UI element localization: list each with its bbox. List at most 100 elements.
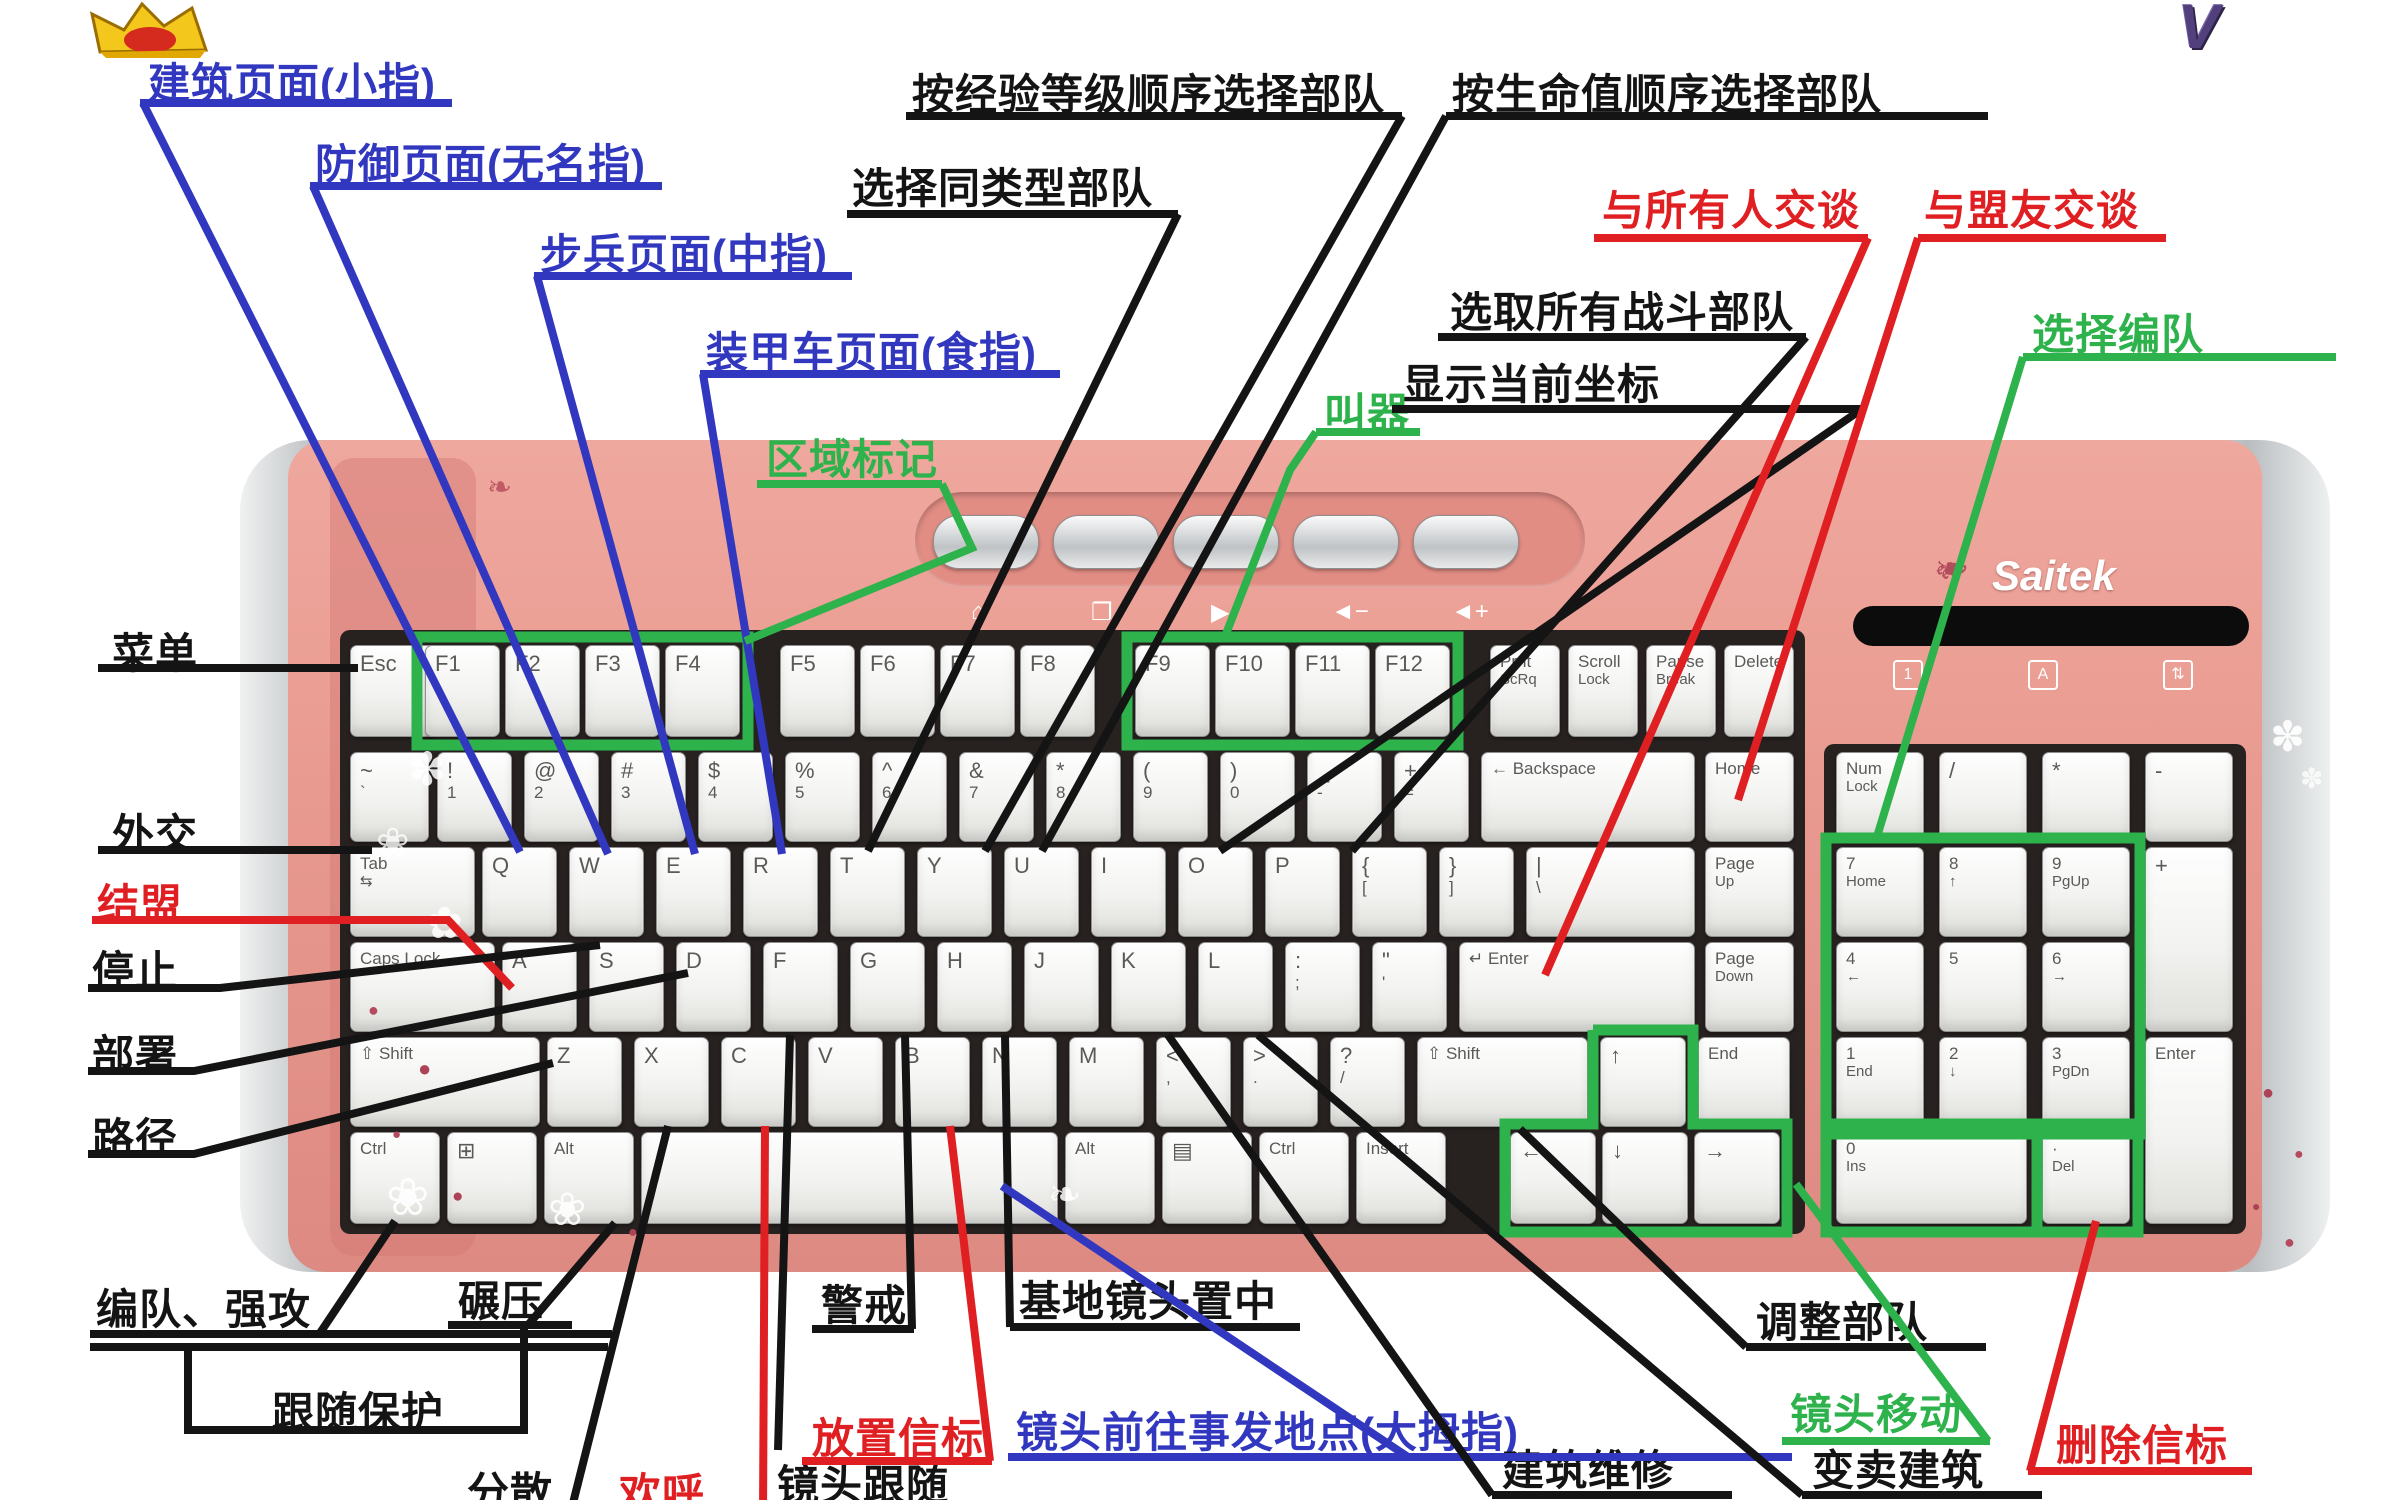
- key-quote: "': [1372, 942, 1447, 1032]
- key-g: G: [850, 942, 925, 1032]
- key-period: >.: [1243, 1037, 1318, 1127]
- key-np-8: 8↑: [1939, 847, 2027, 937]
- label-select-by-health: 按生命值顺序选择部队: [1452, 71, 1883, 118]
- label-alliance: 结盟: [97, 881, 184, 928]
- led-bar: [1853, 606, 2249, 646]
- key-y: Y: [917, 847, 992, 937]
- num-lock-indicator: 1: [1893, 660, 1923, 690]
- key-n: N: [982, 1037, 1057, 1127]
- crown-icon: [88, 0, 218, 62]
- purple-v-icon: V: [2178, 0, 2220, 62]
- key-v: V: [808, 1037, 883, 1127]
- key-insert: Insert: [1356, 1132, 1446, 1224]
- label-infantry-page: 步兵页面(中指): [540, 231, 828, 278]
- key-equals: +=: [1394, 752, 1469, 842]
- label-delete-beacon: 删除信标: [2056, 1422, 2229, 1469]
- key-r: R: [743, 847, 818, 937]
- key-np-multiply: *: [2042, 752, 2130, 842]
- key-delete: Delete: [1724, 645, 1794, 737]
- key-np-minus: -: [2145, 752, 2233, 842]
- key-e: E: [656, 847, 731, 937]
- key-home: Home: [1705, 752, 1794, 842]
- key-l: L: [1198, 942, 1273, 1032]
- label-adjust-team: 调整部队: [1756, 1299, 1929, 1346]
- label-horn: 叫器: [1324, 390, 1411, 437]
- window-icon: ❐: [1091, 599, 1113, 626]
- home-icon: ⌂: [971, 598, 986, 625]
- key-m: M: [1069, 1037, 1144, 1127]
- key-f7: F7: [940, 645, 1015, 737]
- key-t: T: [830, 847, 905, 937]
- play-icon: ▶: [1211, 599, 1230, 626]
- key-np-del: ·Del: [2042, 1132, 2130, 1224]
- label-select-by-experience: 按经验等级顺序选择部队: [912, 71, 1386, 118]
- label-select-all-combat: 选取所有战斗部队: [1450, 289, 1795, 336]
- volume-down-icon: ◄−: [1331, 598, 1369, 625]
- label-camera-move: 镜头移动: [1790, 1391, 1963, 1438]
- key-arrow-right: →: [1694, 1132, 1780, 1224]
- key-f3: F3: [585, 645, 660, 737]
- label-alert: 警戒: [821, 1282, 908, 1329]
- label-deploy: 部署: [92, 1032, 179, 1079]
- label-crush: 碾压: [458, 1278, 545, 1325]
- key-3: #3: [611, 752, 686, 842]
- key-o: O: [1178, 847, 1253, 937]
- key-space: [641, 1132, 1058, 1224]
- key-win: ⊞: [447, 1132, 537, 1224]
- media-button-play-icon: [1173, 515, 1279, 569]
- key-s: S: [589, 942, 664, 1032]
- label-sell-building: 变卖建筑: [1812, 1447, 1985, 1494]
- key-2: @2: [524, 752, 599, 842]
- key-4: $4: [698, 752, 773, 842]
- label-diplomacy: 外交: [112, 811, 199, 858]
- key-shift-right: ⇧ Shift: [1417, 1037, 1588, 1127]
- label-defense-page: 防御页面(无名指): [315, 141, 646, 188]
- key-bracket-left: {[: [1352, 847, 1427, 937]
- label-center-base: 基地镜头置中: [1019, 1278, 1278, 1325]
- key-arrow-left: ←: [1510, 1132, 1596, 1224]
- label-waypoint: 路径: [92, 1115, 179, 1162]
- key-shift-left: ⇧ Shift: [350, 1037, 540, 1127]
- key-np-plus: +: [2145, 847, 2233, 1032]
- key-u: U: [1004, 847, 1079, 937]
- key-0: )0: [1220, 752, 1295, 842]
- media-button-window-icon: [1053, 515, 1159, 569]
- key-np-divide: /: [1939, 752, 2027, 842]
- key-slash: ?/: [1330, 1037, 1405, 1127]
- key-alt-left: Alt: [544, 1132, 634, 1224]
- key-ctrl-right: Ctrl: [1259, 1132, 1349, 1224]
- key-k: K: [1111, 942, 1186, 1032]
- caps-lock-indicator: A: [2028, 660, 2058, 690]
- label-area-mark: 区域标记: [766, 436, 939, 483]
- key-9: (9: [1133, 752, 1208, 842]
- label-repair-building: 建筑维修: [1502, 1447, 1675, 1494]
- key-tab: Tab⇆: [350, 847, 475, 937]
- volume-up-icon: ◄+: [1451, 598, 1489, 625]
- key-7: &7: [959, 752, 1034, 842]
- key-w: W: [569, 847, 644, 937]
- key-f6: F6: [860, 645, 935, 737]
- label-stop: 停止: [92, 948, 179, 995]
- key-ctrl-left: Ctrl: [350, 1132, 440, 1224]
- label-chat-all: 与所有人交谈: [1602, 187, 1861, 234]
- key-np-2: 2↓: [1939, 1037, 2027, 1127]
- key-bracket-right: }]: [1439, 847, 1514, 937]
- key-b: B: [895, 1037, 970, 1127]
- key-arrow-down: ↓: [1602, 1132, 1688, 1224]
- key-i: I: [1091, 847, 1166, 937]
- key-p: P: [1265, 847, 1340, 937]
- key-semicolon: :;: [1285, 942, 1360, 1032]
- label-show-coordinates: 显示当前坐标: [1402, 361, 1661, 408]
- key-f8: F8: [1020, 645, 1095, 737]
- label-menu: 菜单: [112, 630, 199, 677]
- key-f: F: [763, 942, 838, 1032]
- key-menu: ▤: [1162, 1132, 1252, 1224]
- key-x: X: [634, 1037, 709, 1127]
